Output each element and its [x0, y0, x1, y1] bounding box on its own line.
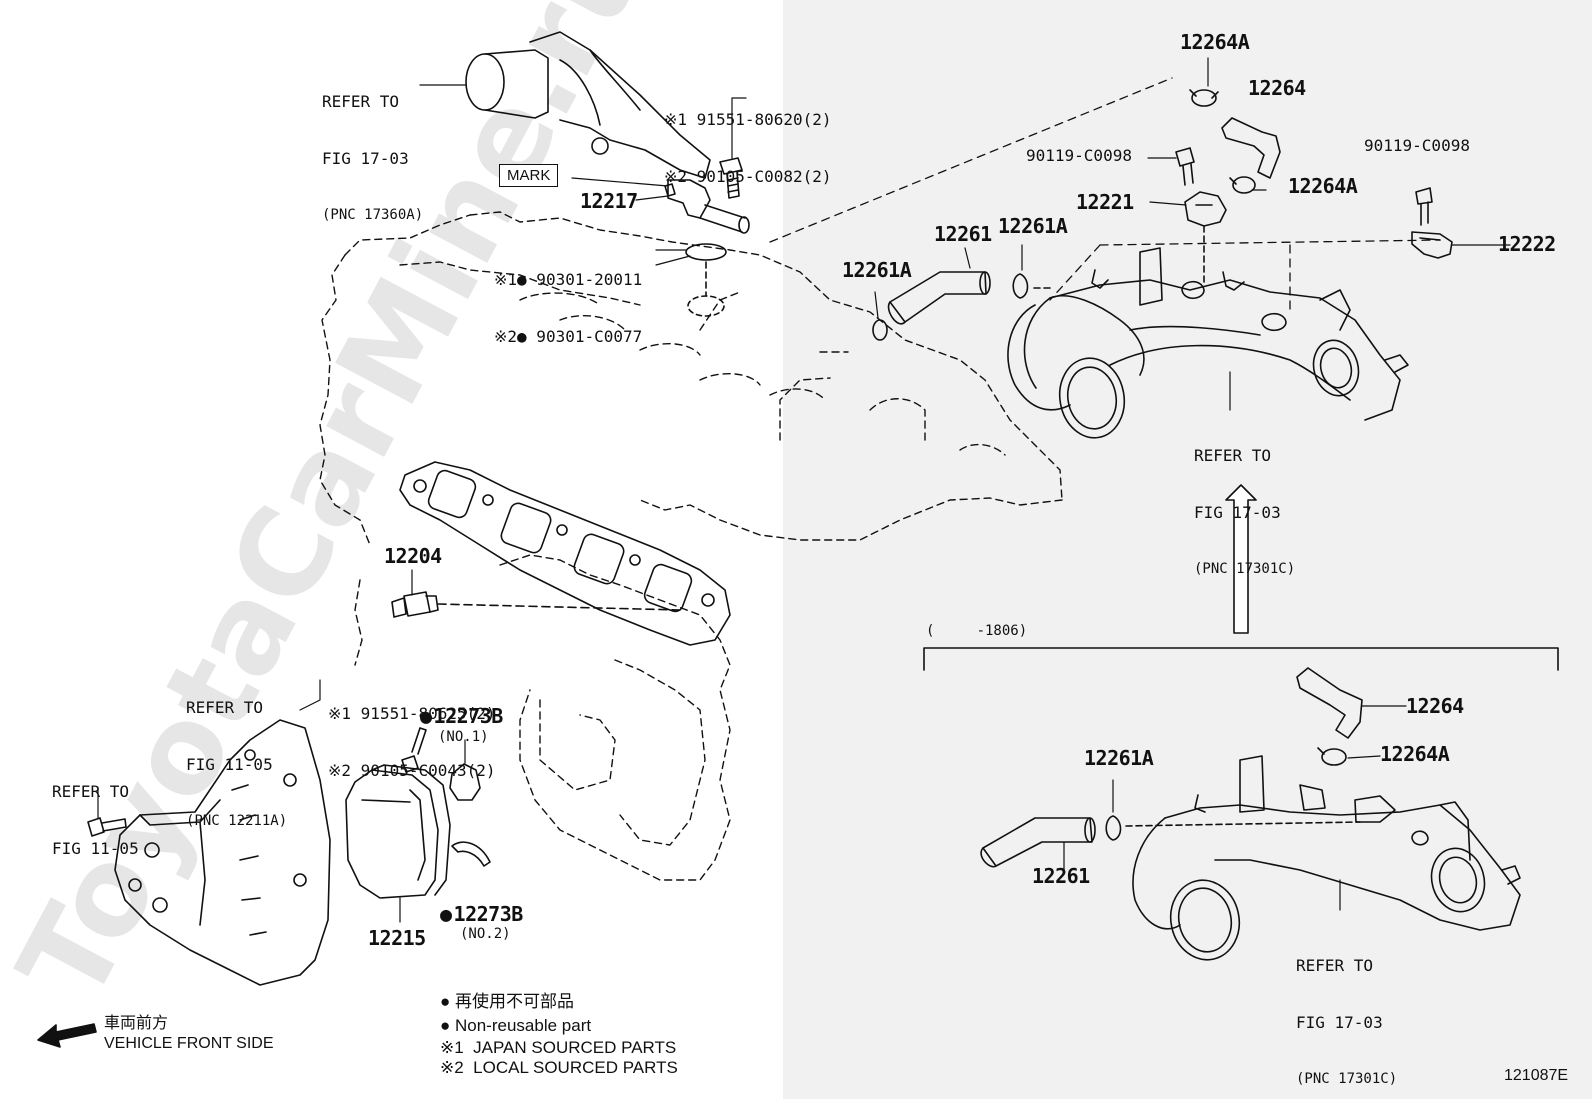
part-12261-bottom: 12261	[1032, 864, 1090, 888]
bullet-icon: ●	[440, 992, 455, 1011]
no2-label: (NO.2)	[460, 926, 511, 942]
refer-top-left-line3: (PNC 17360A)	[322, 207, 424, 223]
part-12217: 12217	[580, 189, 638, 213]
mark-label: MARK	[499, 164, 559, 187]
gasket-no1	[449, 763, 481, 801]
part-90119-a: 90119-C0098	[1026, 146, 1132, 165]
part-12222: 12222	[1498, 232, 1556, 256]
water-inlet-top	[1007, 247, 1409, 439]
part-12264A-mid: 12264A	[1288, 174, 1358, 198]
clamp-12261A-bottom	[1105, 815, 1122, 841]
sensor-12204	[391, 591, 681, 618]
part-12264-top: 12264	[1248, 76, 1306, 100]
gasket-top-line1: ※1● 90301-20011	[494, 270, 643, 289]
part-12261-top: 12261	[934, 222, 992, 246]
legend-local-sourced: ※2 LOCAL SOURCED PARTS	[440, 1058, 678, 1077]
hose-12261-top	[887, 271, 991, 325]
bolt-mid-line2: ※2 90105-C0043(2)	[328, 761, 496, 780]
refer-right-top: REFER TO FIG 17-03 (PNC 17301C)	[1194, 408, 1295, 598]
manifold-gasket	[399, 461, 731, 646]
timing-cover-left	[114, 719, 331, 986]
range-label: ( -1806)	[926, 623, 1028, 639]
part-12273B-no1: 12273B	[420, 706, 504, 726]
water-outlet-housing	[465, 31, 711, 179]
refer-right-bottom: REFER TO FIG 17-03 (PNC 17301C)	[1296, 918, 1397, 1108]
refer-top-left: REFER TO FIG 17-03 (PNC 17360A)	[322, 54, 423, 244]
up-arrow	[1225, 484, 1257, 634]
refer-top-left-line1: REFER TO	[322, 92, 400, 111]
bolt-90119-b	[1415, 187, 1433, 226]
hose-12261-bottom	[980, 817, 1096, 868]
hose-12264-bottom	[1296, 667, 1363, 739]
legend-en-text: Non-reusable part	[455, 1016, 592, 1035]
part-12261A-bottom: 12261A	[1084, 746, 1154, 770]
part-12261A-top-left: 12261A	[842, 258, 912, 282]
refer-top-left-line2: FIG 17-03	[322, 149, 409, 168]
refer-right-bottom-line1: REFER TO	[1296, 956, 1374, 975]
clamp-12261A-left	[872, 319, 888, 341]
outlet-12221	[1184, 191, 1227, 286]
bolt-top-line2: ※2 90105-C0082(2)	[664, 167, 832, 186]
part-12264A-top: 12264A	[1180, 30, 1250, 54]
refer-left-line1: REFER TO	[52, 782, 130, 801]
right-panel-background	[783, 0, 1592, 1099]
vehicle-front-en: VEHICLE FRONT SIDE	[104, 1035, 274, 1052]
part-12261A-top-right: 12261A	[998, 214, 1068, 238]
engine-outline	[319, 211, 1063, 881]
bolt-top-label: ※1 91551-80620(2) ※2 90105-C0082(2)	[664, 72, 832, 205]
gasket-top-label: ※1● 90301-20011 ※2● 90301-C0077	[494, 232, 642, 365]
bullet-icon: ●	[440, 1016, 455, 1035]
refer-fig-11-05-line1: REFER TO	[186, 698, 264, 717]
part-90119-b: 90119-C0098	[1364, 136, 1470, 155]
bolt-top	[719, 157, 743, 199]
part-12273B-no2: 12273B	[440, 904, 524, 924]
range-bracket	[923, 647, 1559, 671]
bolt-top-line1: ※1 91551-80620(2)	[664, 110, 832, 129]
refer-left-line2: FIG 11-05	[52, 839, 139, 858]
bolt-left	[87, 817, 127, 837]
refer-right-top-line1: REFER TO	[1194, 446, 1272, 465]
part-12264-bottom: 12264	[1406, 694, 1464, 718]
figure-id: 121087E	[1504, 1067, 1569, 1084]
gasket-seat	[687, 295, 725, 317]
part-12215: 12215	[368, 926, 426, 950]
legend-non-reusable-jp: ● 再使用不可部品	[440, 990, 678, 1014]
bolt-mid	[401, 727, 427, 773]
bolt-90119-a	[1175, 147, 1195, 186]
gasket-ring-top	[685, 243, 727, 261]
bypass-pipe-12217	[664, 179, 750, 234]
vehicle-front-jp: 車両前方	[104, 1015, 169, 1032]
legend-jp-text: 再使用不可部品	[455, 992, 574, 1011]
cover-12215	[345, 764, 451, 899]
legend-non-reusable-en: ● Non-reusable part	[440, 1014, 678, 1038]
refer-right-top-line3: (PNC 17301C)	[1194, 561, 1296, 577]
gasket-no2	[451, 841, 491, 867]
legend: ● 再使用不可部品 ● Non-reusable part ※1 JAPAN S…	[440, 990, 678, 1078]
legend-japan-sourced: ※1 JAPAN SOURCED PARTS	[440, 1038, 677, 1057]
clamp-12264A-bottom	[1317, 747, 1347, 766]
hose-12264-top	[1189, 89, 1281, 194]
clamp-12261A-right	[1012, 273, 1029, 299]
no1-label: (NO.1)	[438, 729, 489, 745]
part-12264A-bottom: 12264A	[1380, 742, 1450, 766]
gasket-top-line2: ※2● 90301-C0077	[494, 327, 643, 346]
refer-right-bottom-line2: FIG 17-03	[1296, 1013, 1383, 1032]
refer-left: REFER TO FIG 11-05	[52, 744, 139, 877]
refer-fig-11-05: REFER TO FIG 11-05 (PNC 12211A)	[186, 660, 287, 850]
vehicle-front-arrow	[37, 1023, 97, 1048]
refer-right-bottom-line3: (PNC 17301C)	[1296, 1071, 1398, 1087]
part-12204: 12204	[384, 544, 442, 568]
part-12221: 12221	[1076, 190, 1134, 214]
refer-right-top-line2: FIG 17-03	[1194, 503, 1281, 522]
water-inlet-bottom	[1132, 755, 1521, 961]
refer-fig-11-05-line2: FIG 11-05	[186, 755, 273, 774]
refer-fig-11-05-line3: (PNC 12211A)	[186, 813, 288, 829]
